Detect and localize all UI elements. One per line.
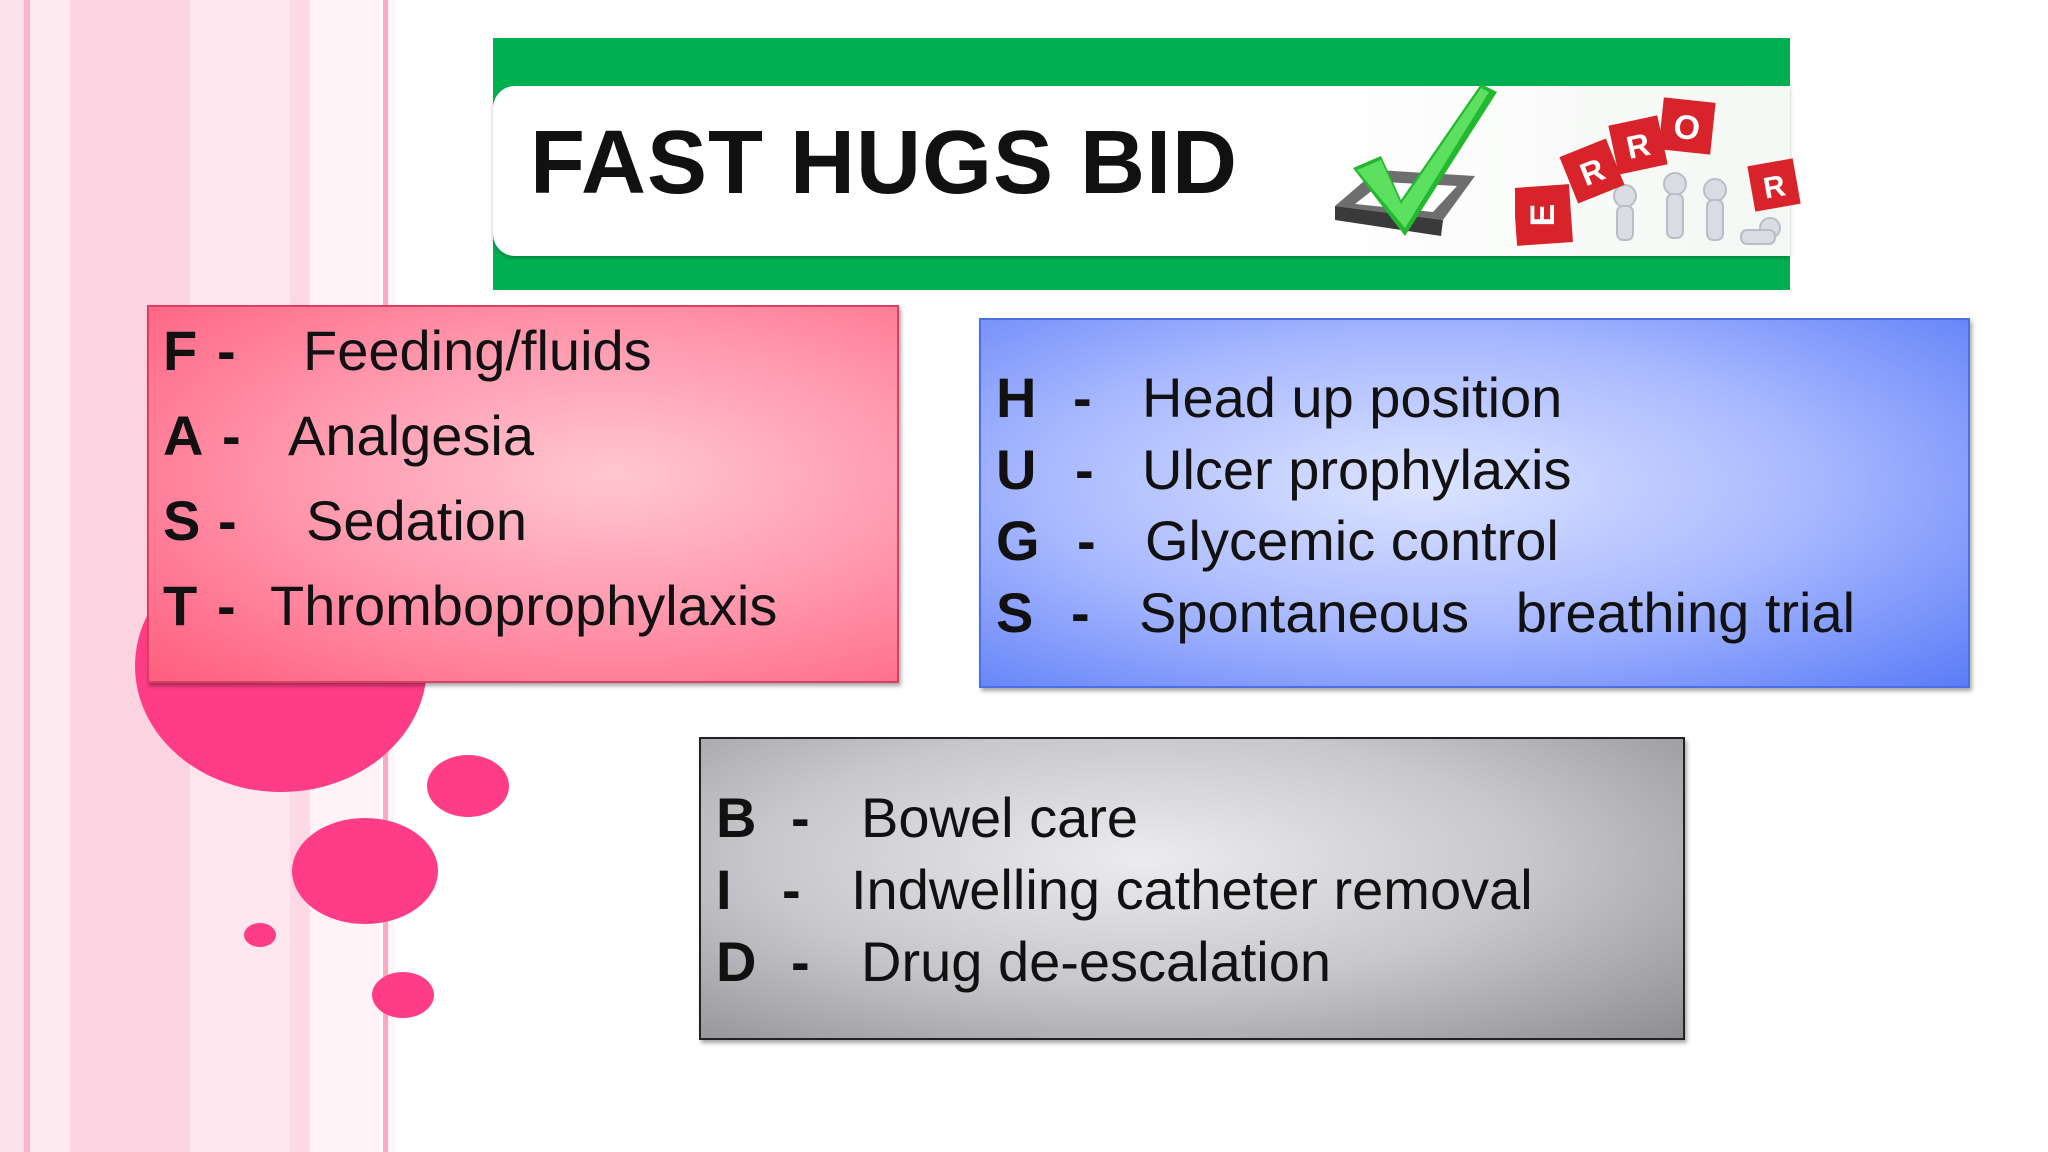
fast-dash: - <box>217 574 236 637</box>
hugs-dash: - <box>1071 581 1090 644</box>
decor-stripe <box>24 0 30 1152</box>
hugs-term: Glycemic control <box>1145 509 1559 572</box>
fast-term: Feeding/fluids <box>303 319 652 382</box>
decor-stripe <box>30 0 70 1152</box>
hugs-dash: - <box>1075 438 1094 501</box>
fast-letter: T <box>163 574 198 637</box>
hugs-letter: U <box>996 438 1037 501</box>
bid-letter: B <box>716 786 757 849</box>
bid-letter: D <box>716 930 757 993</box>
fast-letter: F <box>163 319 198 382</box>
fast-letter: S <box>163 489 201 552</box>
bid-term: Bowel care <box>861 786 1139 849</box>
hugs-letter: H <box>996 366 1037 429</box>
decor-circle <box>427 755 509 817</box>
decor-circle <box>292 818 438 924</box>
error-letter: O <box>1672 108 1702 149</box>
fast-letter: A <box>163 404 204 467</box>
bid-term: Indwelling catheter removal <box>851 858 1533 921</box>
bid-box <box>699 737 1685 1040</box>
bid-dash: - <box>791 786 810 849</box>
slide-title: FAST HUGS BID <box>530 113 1239 213</box>
hugs-dash: - <box>1077 509 1096 572</box>
decor-circle <box>372 972 434 1018</box>
hugs-term: Ulcer prophylaxis <box>1142 438 1572 501</box>
fast-dash: - <box>218 489 237 552</box>
hugs-term: Spontaneous breathing trial <box>1139 581 1856 644</box>
fast-dash: - <box>217 319 236 382</box>
fast-box <box>147 305 899 683</box>
fast-term: Thromboprophylaxis <box>270 574 778 637</box>
fast-term: Sedation <box>306 489 528 552</box>
decor-circle <box>244 923 276 947</box>
bid-letter: I <box>716 858 732 921</box>
bid-dash: - <box>791 930 810 993</box>
hugs-letter: S <box>996 581 1034 644</box>
hugs-dash: - <box>1073 366 1092 429</box>
decor-stripe <box>0 0 24 1152</box>
fast-dash: - <box>222 404 241 467</box>
error-letter: E <box>1524 204 1562 227</box>
error-blocks-icon: E R R O R <box>1513 78 1815 258</box>
hugs-term: Head up position <box>1142 366 1563 429</box>
bid-term: Drug de-escalation <box>861 930 1332 993</box>
hugs-box <box>979 318 1970 688</box>
fast-term: Analgesia <box>288 404 534 467</box>
hugs-letter: G <box>996 509 1040 572</box>
checkmark-icon <box>1325 78 1505 256</box>
bid-dash: - <box>782 858 801 921</box>
